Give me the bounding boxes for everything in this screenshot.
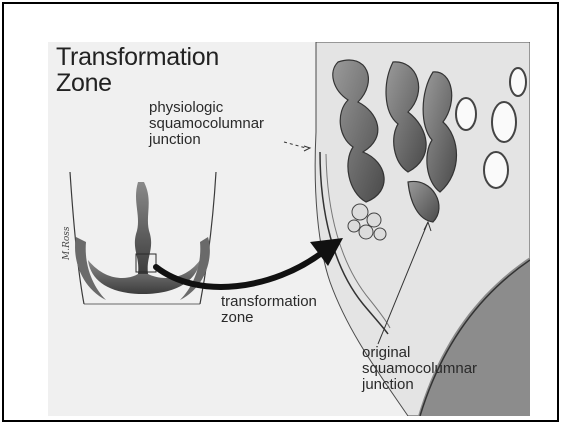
- diagram-title: Transformation Zone: [56, 44, 219, 97]
- magnify-arrow: [156, 238, 343, 287]
- label-physiologic-scj: physiologic squamocolumnar junction: [149, 100, 264, 147]
- artist-signature: M.Ross: [62, 226, 72, 260]
- figure-frame: Transformation Zone physiologic squamoco…: [2, 2, 559, 422]
- label-transformation-zone: transformation zone: [221, 294, 317, 326]
- label-original-scj: original squamocolumnar junction: [362, 345, 477, 392]
- illustration-panel: Transformation Zone physiologic squamoco…: [48, 42, 530, 416]
